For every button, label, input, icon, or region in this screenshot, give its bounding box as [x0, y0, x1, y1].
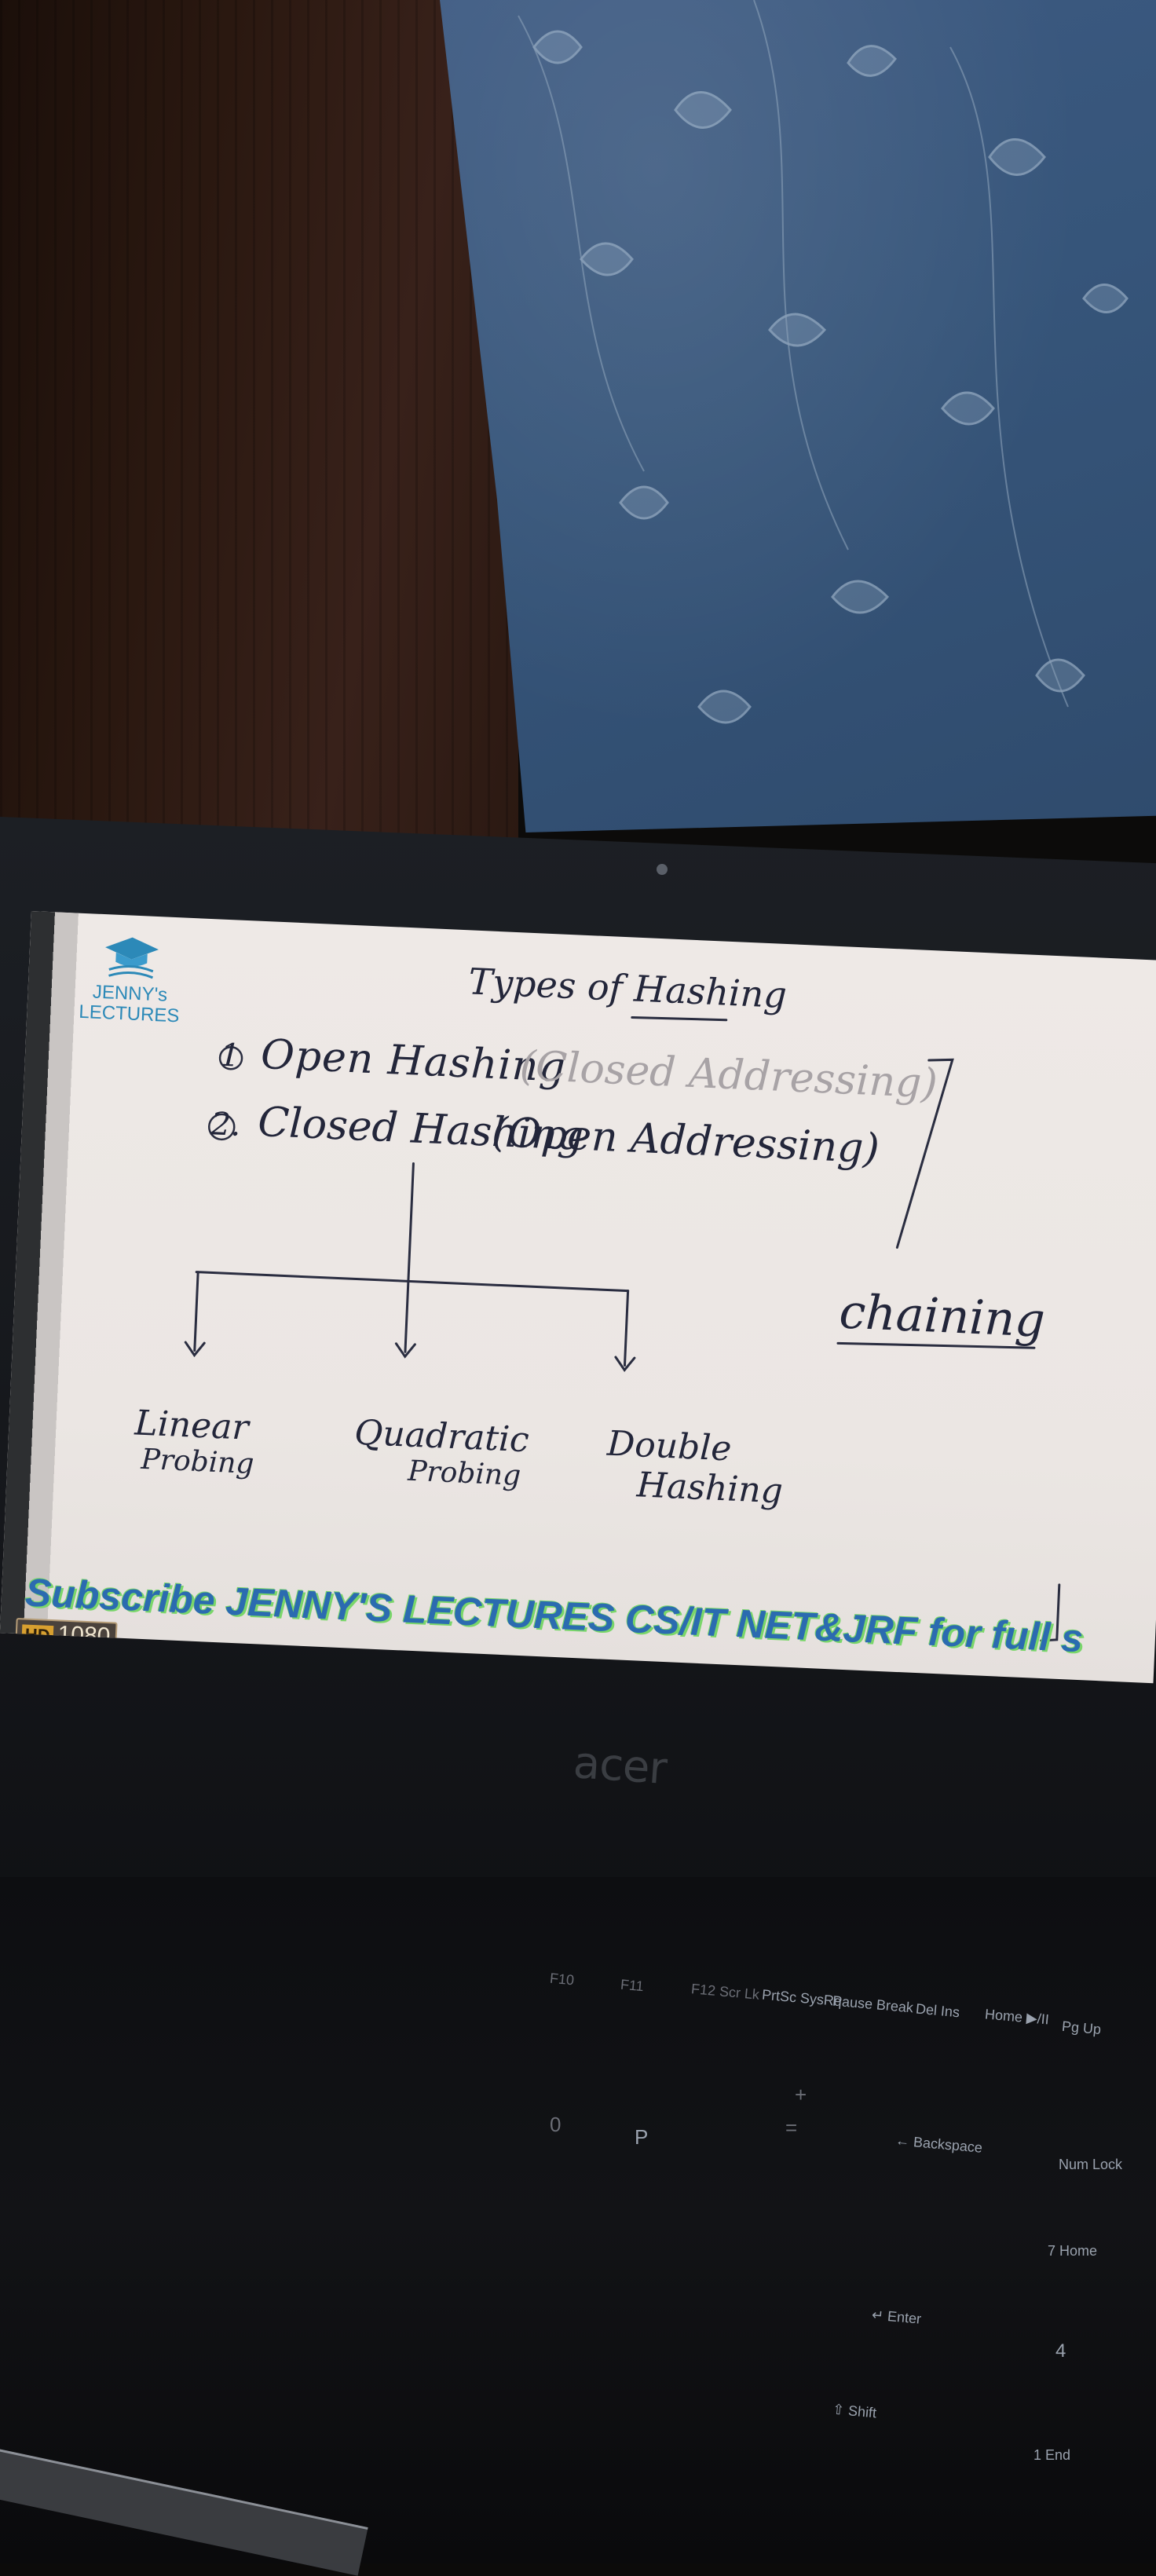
- patterned-curtain: [440, 0, 1156, 832]
- linear-probing-label: Linear Probing: [133, 1403, 257, 1480]
- key-7-home[interactable]: 7 Home: [1048, 2243, 1098, 2259]
- chaining-label: chaining: [838, 1284, 1047, 1348]
- item2-number: 2.: [210, 1106, 242, 1143]
- key-0[interactable]: 0: [550, 2113, 562, 2136]
- laptop-brand-logo: acer: [571, 1736, 668, 1795]
- logo-text: JENNY's LECTURES: [74, 982, 185, 1027]
- key-p[interactable]: P: [635, 2125, 649, 2149]
- laptop-screen: JENNY's LECTURES Types of Hashing 1 Open…: [0, 911, 1156, 1684]
- quadratic-probing-label: Quadratic Probing: [353, 1412, 530, 1493]
- channel-logo: JENNY's LECTURES: [74, 932, 188, 1027]
- keyboard-deck: [0, 1877, 1156, 2563]
- key-1-end[interactable]: 1 End: [1033, 2447, 1071, 2463]
- item1-number: 1: [219, 1037, 241, 1074]
- method-line2: Hashing: [635, 1465, 784, 1512]
- webcam: [657, 864, 668, 875]
- method-line2: Probing: [140, 1443, 255, 1481]
- key-f11[interactable]: F11: [620, 1976, 645, 1995]
- shift-label: Shift: [847, 2402, 877, 2421]
- key-pgup[interactable]: Pg Up: [1061, 2018, 1102, 2038]
- method-line2: Probing: [407, 1454, 522, 1492]
- method-line1: Double: [606, 1423, 733, 1469]
- key-equals[interactable]: =: [785, 2116, 798, 2139]
- enter-label: Enter: [887, 2308, 922, 2327]
- method-line1: Linear: [134, 1403, 250, 1448]
- key-numlock[interactable]: Num Lock: [1059, 2157, 1123, 2172]
- method-line1: Quadratic: [353, 1412, 530, 1461]
- curtain-leaf-pattern: [518, 0, 1129, 724]
- key-f10[interactable]: F10: [549, 1970, 575, 1989]
- key-plus[interactable]: +: [795, 2083, 807, 2106]
- double-hashing-label: Double Hashing: [605, 1424, 785, 1512]
- wooden-wall: [0, 0, 518, 848]
- key-4[interactable]: 4: [1055, 2340, 1066, 2362]
- graduation-cap-icon: [105, 937, 159, 979]
- diagram-lines: [184, 1015, 1061, 1642]
